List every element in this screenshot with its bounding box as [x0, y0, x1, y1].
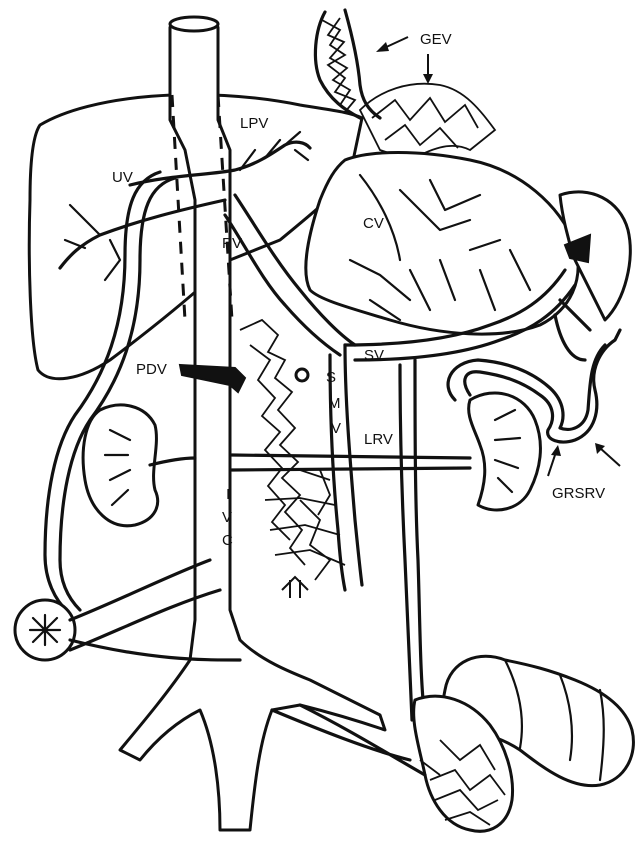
inferior-mesenteric-vein-wall	[400, 365, 412, 720]
ivc-top-opening	[170, 17, 218, 31]
inferior-mesenteric-vein	[415, 360, 425, 720]
superior-mesenteric-vein	[345, 345, 362, 585]
superior-mesenteric-vein-wall	[330, 355, 345, 590]
label-pdv: PDV	[136, 361, 167, 378]
right-renal-vein	[150, 458, 195, 465]
label-cv: CV	[363, 215, 384, 232]
gev-arrow-down	[423, 54, 433, 84]
label-lrv: LRV	[364, 431, 393, 448]
label-smv-m: M	[328, 395, 341, 412]
right-kidney	[83, 405, 158, 526]
esophageal-vein-column-2	[345, 10, 380, 118]
label-ivc-c: C	[222, 532, 233, 549]
grsrv-arrow-right	[595, 443, 620, 466]
label-ivc-i: I	[226, 486, 230, 503]
left-kidney	[469, 393, 541, 510]
label-ivc-v: V	[222, 509, 232, 526]
label-grsrv: GRSRV	[552, 485, 605, 502]
label-lpv: LPV	[240, 115, 268, 132]
label-smv-s: S	[326, 369, 336, 386]
smv-double-arrow	[282, 577, 308, 598]
label-sv: SV	[364, 347, 384, 364]
label-uv: UV	[112, 169, 133, 186]
label-gev: GEV	[420, 31, 452, 48]
label-smv-v: V	[331, 420, 341, 437]
gev-arrow-left	[376, 37, 408, 52]
label-pv: PV	[222, 235, 242, 252]
grsrv-arrow-left	[548, 445, 561, 476]
caput-medusae-star	[30, 615, 60, 645]
stomach	[306, 153, 578, 335]
smv-origin-node	[296, 369, 308, 381]
